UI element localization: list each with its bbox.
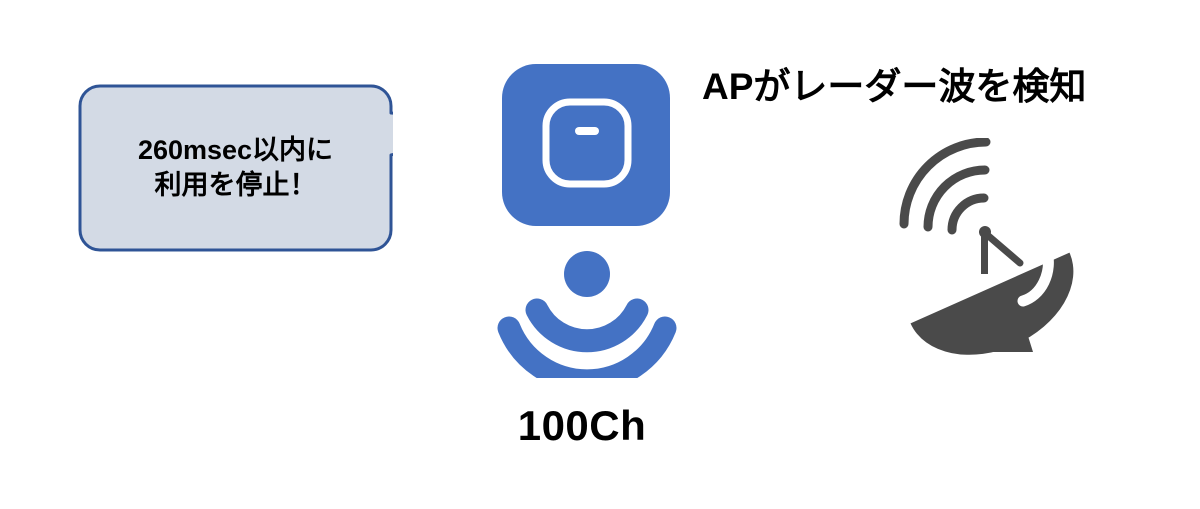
radar-dish-highlight xyxy=(1017,245,1054,307)
speech-bubble: 260msec以内に 利用を停止！ xyxy=(78,84,393,252)
access-point-glyph xyxy=(502,64,670,226)
radar-dish-glyph xyxy=(899,137,1074,355)
radar-pedestal xyxy=(953,310,1033,352)
access-point-outline xyxy=(542,98,632,188)
radar-arc-1 xyxy=(947,193,989,235)
wifi-arc-inner xyxy=(525,298,649,353)
radar-arc-3 xyxy=(899,137,991,229)
speech-bubble-shape xyxy=(78,84,393,252)
radar-dish-surface xyxy=(910,252,1074,355)
channel-label: 100Ch xyxy=(517,402,647,449)
wifi-dot xyxy=(564,251,610,297)
radar-arc-2 xyxy=(923,165,990,232)
wifi-signal-glyph xyxy=(497,251,677,393)
access-point-icon xyxy=(502,64,670,226)
radar-feed-horn xyxy=(979,226,1024,274)
wifi-signal-icon xyxy=(495,250,680,393)
radar-dish-icon xyxy=(895,137,1085,366)
page-title: APがレーダー波を検知 xyxy=(702,66,1087,107)
radar-wave-arcs xyxy=(899,137,991,235)
access-point-body xyxy=(502,64,670,226)
access-point-led xyxy=(575,127,599,135)
